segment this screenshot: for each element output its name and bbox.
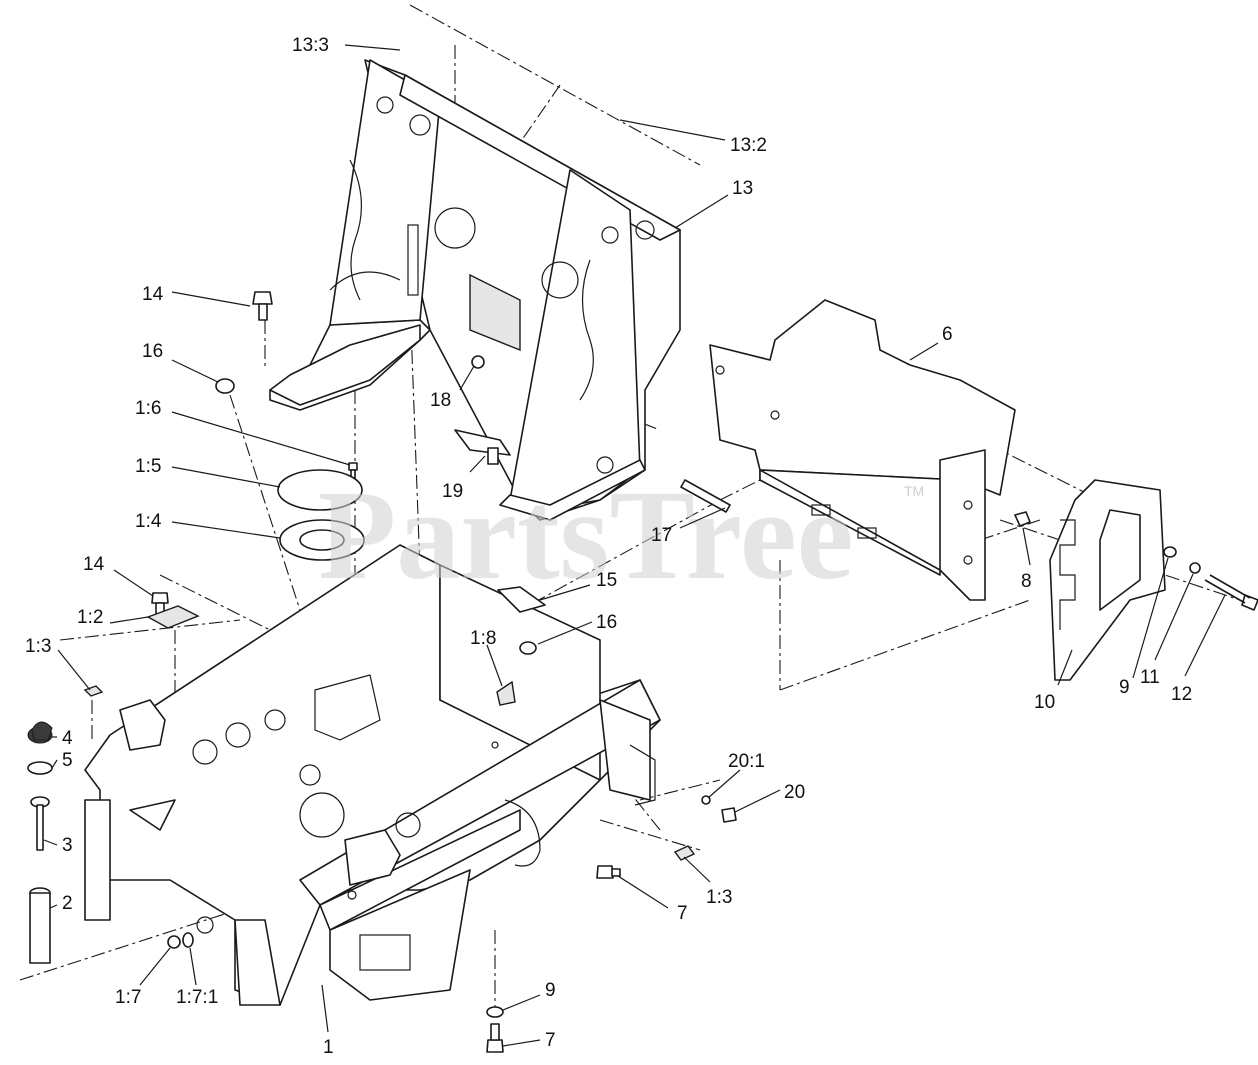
callout-labels: 13:3 13:2 13 14 16 18 1:6 1:5 1:4 19 6 1…	[25, 35, 1192, 1058]
main-frame	[84, 544, 661, 1006]
callout-17: 17	[651, 525, 672, 546]
callout-13-2: 13:2	[730, 135, 767, 156]
pin-17	[680, 479, 731, 513]
callout-8: 8	[1021, 571, 1032, 592]
callout-1-7: 1:7	[115, 987, 141, 1008]
callout-7-lower: 7	[545, 1030, 556, 1051]
plate-15	[497, 586, 546, 613]
cap-4	[27, 721, 53, 744]
callout-1-4: 1:4	[135, 511, 162, 532]
o-ring-5	[27, 761, 53, 775]
bolt-12	[1204, 574, 1258, 611]
upright-tower	[269, 59, 681, 521]
callout-12: 12	[1171, 684, 1192, 705]
bolt-7-upper	[596, 865, 621, 879]
side-guard	[709, 299, 1016, 601]
dipstick-3	[30, 796, 50, 851]
callout-14-lower: 14	[83, 554, 105, 575]
callout-1-3-left: 1:3	[25, 636, 51, 657]
callout-7-upper: 7	[677, 903, 688, 924]
bracket-19	[454, 429, 511, 465]
callout-6: 6	[942, 324, 953, 345]
nut-18	[471, 355, 485, 369]
washer-9-right	[1163, 546, 1177, 558]
callout-4: 4	[62, 728, 73, 749]
callout-18: 18	[430, 390, 451, 411]
callout-13: 13	[732, 178, 753, 199]
callout-14-upper: 14	[142, 284, 164, 305]
callout-1-2: 1:2	[77, 607, 103, 628]
callout-9-lower: 9	[545, 980, 556, 1001]
callout-1-3-right: 1:3	[706, 887, 732, 908]
callout-13-3: 13:3	[292, 35, 329, 56]
nut-16-lower	[519, 641, 537, 655]
nut-16-upper	[215, 378, 235, 394]
callout-2: 2	[62, 893, 73, 914]
bolt-14-lower	[151, 592, 169, 616]
callout-16-upper: 16	[142, 341, 163, 362]
decal-1-3-right	[673, 845, 696, 861]
callout-5: 5	[62, 750, 73, 771]
callout-1-8: 1:8	[470, 628, 496, 649]
callout-11: 11	[1140, 667, 1160, 688]
callout-15: 15	[596, 570, 617, 591]
bolt-14-upper	[252, 291, 273, 321]
callout-1-5: 1:5	[135, 456, 161, 477]
gasket-1-4	[279, 519, 365, 561]
watermark-text: PartsTree	[318, 464, 853, 606]
callout-1-6: 1:6	[135, 398, 161, 419]
callout-9-right: 9	[1119, 677, 1130, 698]
callout-1: 1	[323, 1037, 334, 1058]
fitting-1-7	[167, 935, 181, 949]
decal-1-2	[146, 605, 200, 629]
washer-9-lower	[486, 1006, 504, 1018]
tube-2	[29, 887, 51, 964]
callout-19: 19	[442, 481, 463, 502]
tag-1-8	[496, 680, 516, 706]
callout-20: 20	[784, 782, 805, 803]
hardware	[27, 291, 1258, 1053]
watermark: PartsTree TM	[318, 464, 924, 606]
counterweight	[1049, 479, 1166, 681]
nut-8	[1014, 511, 1031, 527]
bolt-20	[721, 807, 737, 823]
callout-3: 3	[62, 835, 73, 856]
lock-washer-11	[1189, 562, 1201, 574]
bolt-7-lower	[486, 1023, 504, 1053]
watermark-trademark: TM	[904, 483, 924, 499]
washer-1-7-1	[182, 932, 194, 948]
callout-16-lower: 16	[596, 612, 617, 633]
cover-plate-1-5	[277, 469, 363, 511]
callout-20-1: 20:1	[728, 751, 765, 772]
callout-leaders	[43, 44, 1226, 1047]
callout-10: 10	[1034, 692, 1055, 713]
callout-1-7-1: 1:7:1	[176, 987, 218, 1008]
